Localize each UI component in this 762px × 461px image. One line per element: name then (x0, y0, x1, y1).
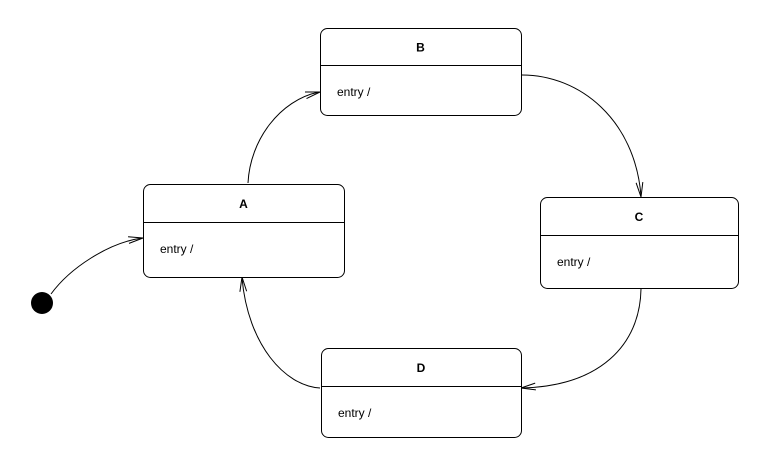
state-box[interactable] (143, 184, 345, 278)
state-box[interactable] (321, 348, 522, 438)
state-name-label: A (239, 197, 248, 211)
transitions-layer (50, 74, 644, 391)
state-box[interactable] (320, 28, 522, 116)
initial-pseudostate[interactable] (31, 292, 53, 314)
transition-path[interactable] (50, 237, 143, 295)
state-entry-label: entry / (337, 85, 371, 99)
transition-C-to-D[interactable] (520, 288, 642, 391)
transition-init-to-A[interactable] (50, 236, 144, 295)
state-box[interactable] (540, 197, 739, 289)
transition-path[interactable] (521, 288, 642, 389)
transition-B-to-C[interactable] (521, 74, 644, 198)
state-entry-label: entry / (160, 242, 194, 256)
transition-A-to-B[interactable] (247, 91, 321, 184)
transition-D-to-A[interactable] (239, 276, 321, 389)
transition-arrowhead (520, 382, 536, 391)
state-entry-label: entry / (557, 255, 591, 269)
transition-path[interactable] (247, 91, 320, 184)
state-name-label: B (416, 41, 425, 55)
transition-path[interactable] (241, 277, 321, 389)
state-name-label: C (635, 210, 644, 224)
state-name-label: D (417, 361, 426, 375)
state-entry-label: entry / (338, 406, 372, 420)
transition-path[interactable] (521, 74, 642, 197)
